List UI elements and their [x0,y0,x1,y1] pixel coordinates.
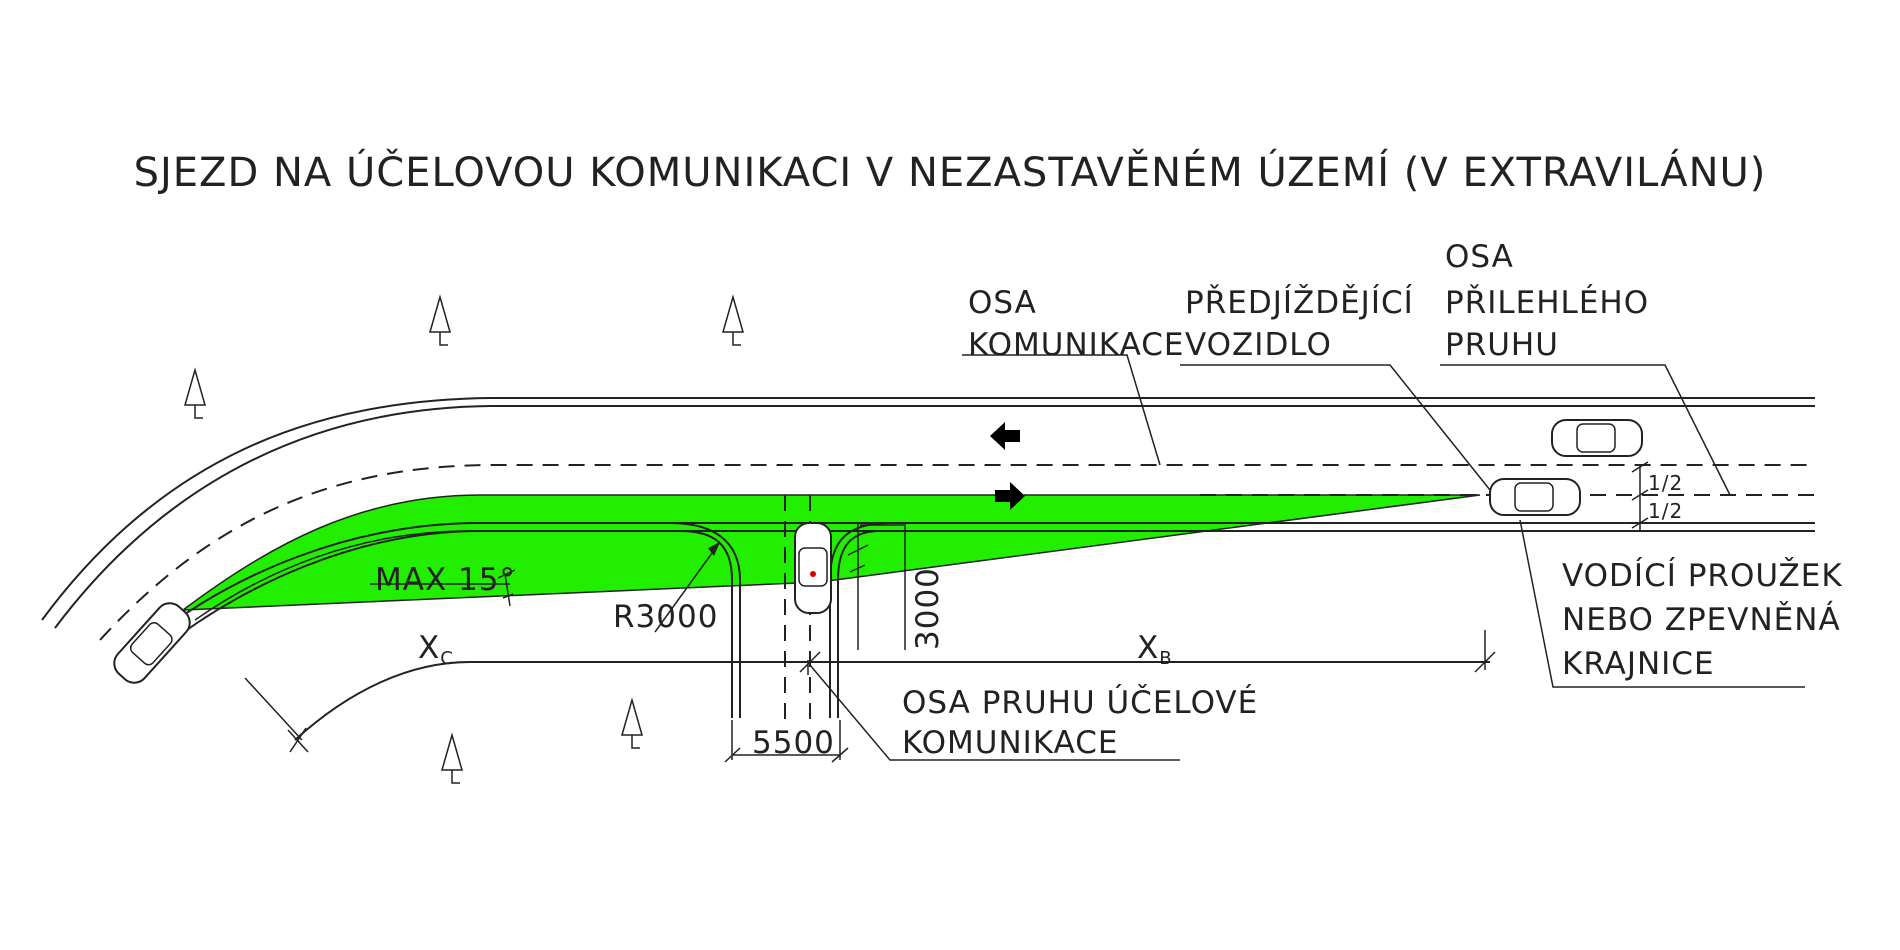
predjizdejici-label-1: PŘEDJÍŽDĚJÍCÍ [1185,285,1414,321]
vodici-label-1: VODÍCÍ PROUŽEK [1562,558,1843,594]
tree-icon [722,294,744,346]
car-icon [1551,419,1643,457]
xc-label: XC [418,630,454,669]
osa-prilehleho-label-3: PRUHU [1445,327,1559,363]
tree-icon [184,367,206,419]
road-axis-line [99,464,1815,641]
arrow-left-icon [990,422,1020,450]
half-top-label: 1/2 [1648,471,1683,495]
car-icon [113,602,191,684]
radius-leader [654,541,721,633]
vodici-label-2: NEBO ZPEVNĚNÁ [1562,602,1841,638]
osa-pruhu-label-1: OSA PRUHU ÚČELOVÉ [902,684,1258,721]
osa-komunikace-leader [962,354,1161,466]
tree-icon [429,294,451,346]
tree-icon [441,732,463,784]
osa-prilehleho-label-1: OSA [1445,239,1514,275]
osa-komunikace-label-2: KOMUNIKACE [968,327,1184,363]
vodici-leader [1519,519,1805,688]
vodici-label-3: KRAJNICE [1562,646,1715,682]
width-5500-label: 5500 [752,725,835,761]
predjizdejici-leader [1180,364,1491,491]
radius-label: R3000 [613,599,718,635]
arrow-right-icon [995,482,1025,510]
osa-prilehleho-label-2: PŘILEHLÉHO [1445,285,1649,321]
half-bottom-label: 1/2 [1648,499,1683,523]
car-icon [794,522,832,614]
max-angle-label: MAX 15° [375,562,516,598]
drawing-title: SJEZD NA ÚČELOVOU KOMUNIKACI V NEZASTAVĚ… [134,148,1767,196]
tree-icon [621,697,643,749]
xb-label: XB [1137,630,1173,669]
distance-3000-label: 3000 [910,567,946,650]
osa-komunikace-label-1: OSA [968,285,1037,321]
car-icon [1489,478,1581,516]
xc-xb-baseline [294,661,1490,741]
predjizdejici-label-2: VOZIDLO [1185,327,1332,363]
osa-prilehleho-leader [1440,364,1731,496]
osa-pruhu-label-2: KOMUNIKACE [902,725,1118,761]
